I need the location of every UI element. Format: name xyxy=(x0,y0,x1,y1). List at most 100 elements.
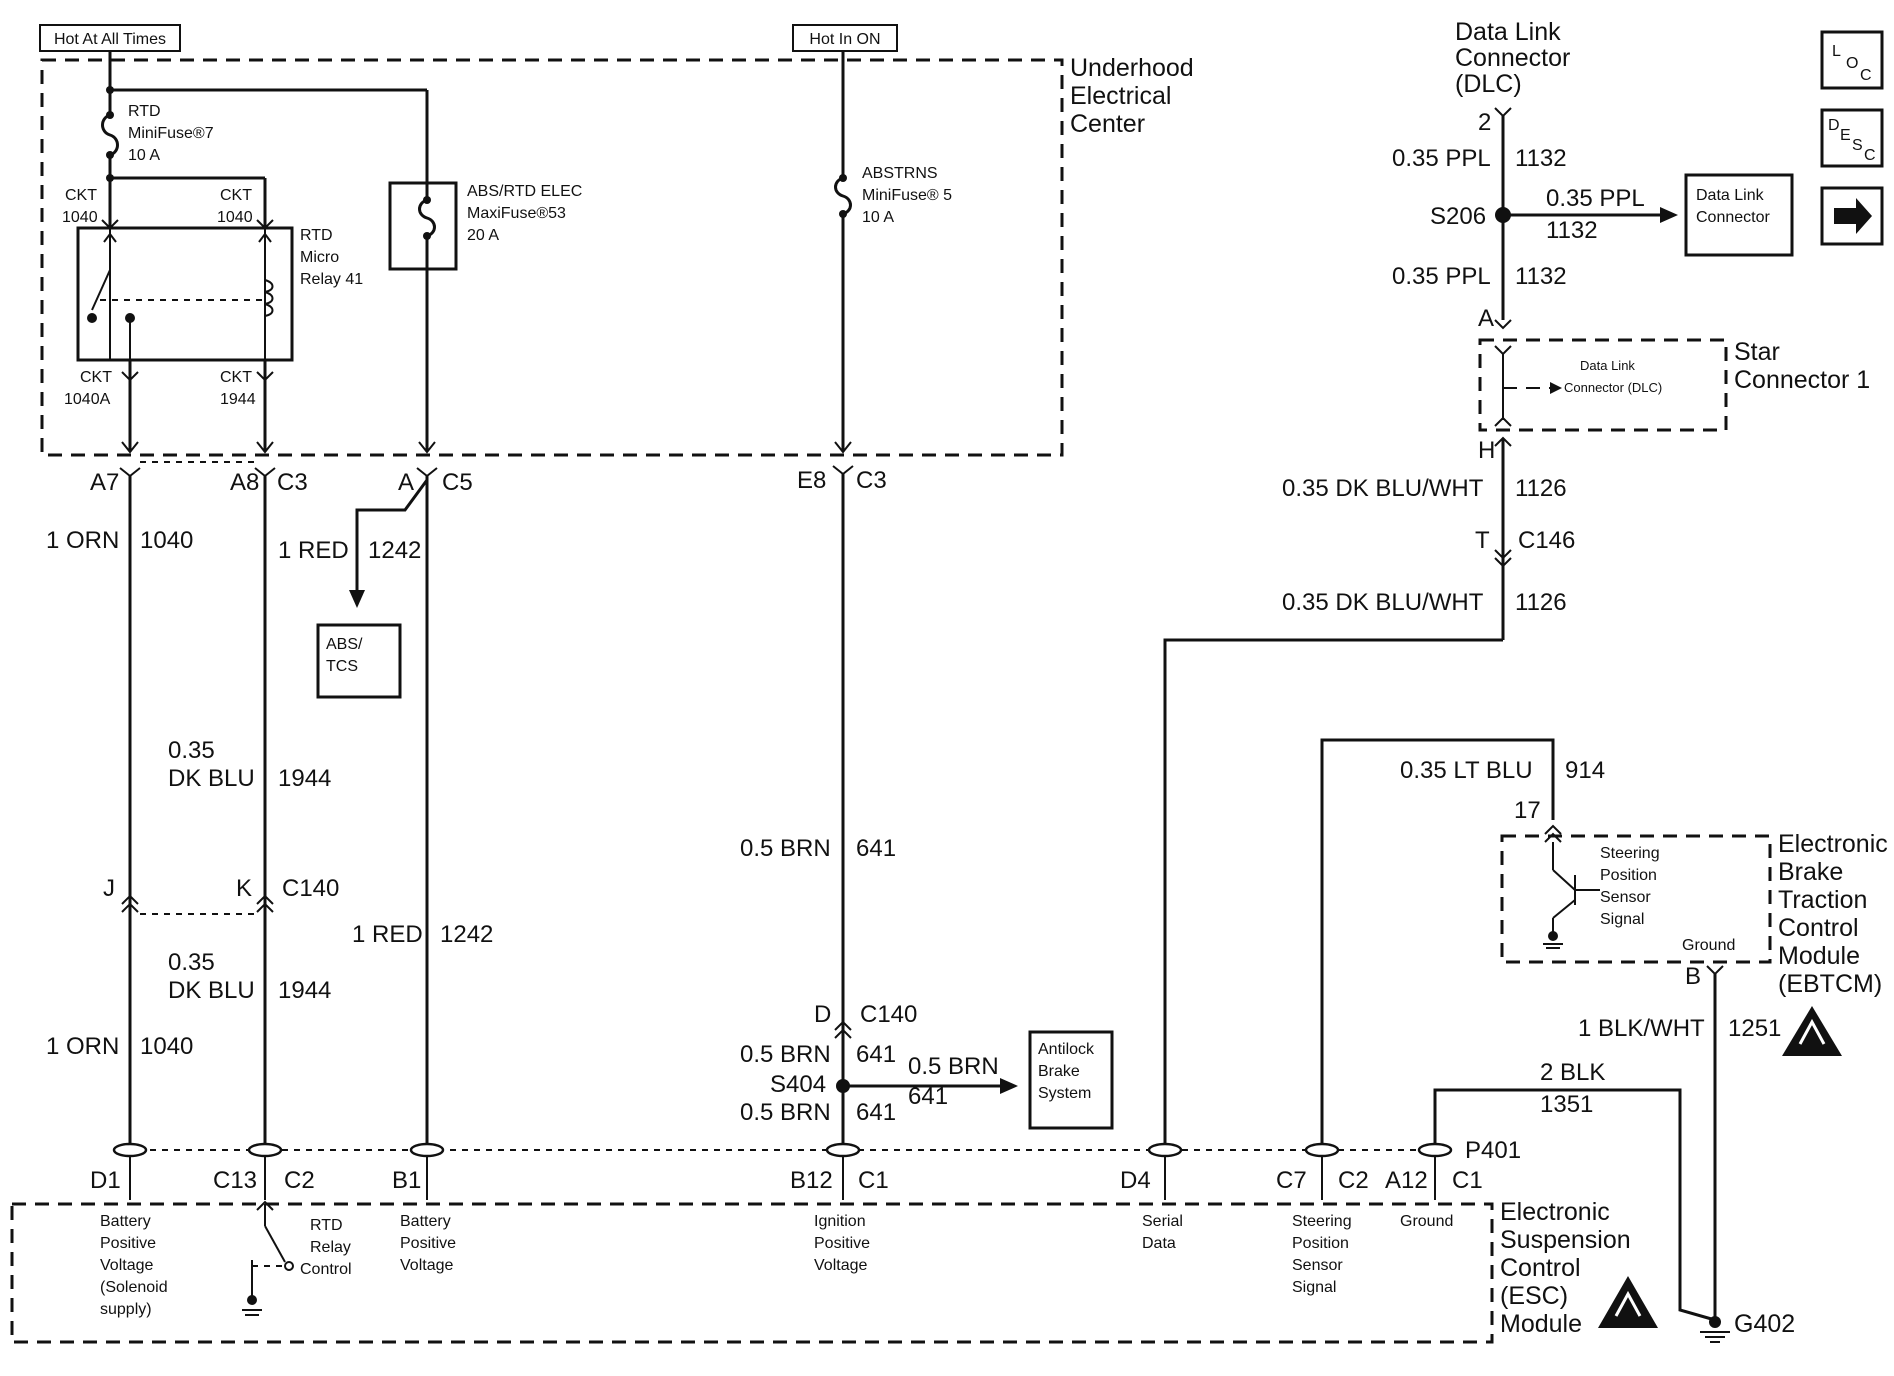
svg-text:D: D xyxy=(814,1001,831,1028)
svg-text:A8: A8 xyxy=(230,469,259,496)
svg-text:1040A: 1040A xyxy=(64,391,111,408)
svg-text:C146: C146 xyxy=(1518,527,1575,554)
ppl-wire-labels: 0.35 PPL 1132 0.35 PPL 1132 xyxy=(1392,145,1567,290)
svg-text:DK BLU: DK BLU xyxy=(168,765,255,792)
svg-text:1126: 1126 xyxy=(1515,475,1567,502)
svg-text:641: 641 xyxy=(908,1083,948,1110)
svg-text:C2: C2 xyxy=(284,1167,315,1194)
svg-text:2 BLK: 2 BLK xyxy=(1540,1059,1605,1086)
svg-text:(ESC): (ESC) xyxy=(1500,1282,1568,1310)
svg-text:641: 641 xyxy=(856,835,896,862)
svg-text:1 RED: 1 RED xyxy=(352,921,423,948)
svg-text:0.35: 0.35 xyxy=(168,737,215,764)
svg-text:Sensor: Sensor xyxy=(1600,889,1651,906)
svg-text:Control: Control xyxy=(300,1261,352,1278)
svg-text:Relay: Relay xyxy=(310,1239,351,1256)
svg-text:Hot At All Times: Hot At All Times xyxy=(54,31,166,48)
svg-text:Control: Control xyxy=(1500,1254,1581,1282)
svg-text:Connector 1: Connector 1 xyxy=(1734,366,1870,394)
svg-text:Ground: Ground xyxy=(1400,1213,1453,1230)
rtd-micro-relay-41: RTD Micro Relay 41 xyxy=(76,226,363,362)
svg-text:A: A xyxy=(398,469,414,496)
svg-text:L: L xyxy=(1832,43,1841,60)
relay-ckt-labels-top: CKT 1040 CKT 1040 xyxy=(62,187,253,226)
svg-text:Suspension: Suspension xyxy=(1500,1226,1631,1254)
svg-text:C5: C5 xyxy=(442,469,473,496)
svg-text:Connector: Connector xyxy=(1455,44,1570,72)
svg-text:1040: 1040 xyxy=(62,209,98,226)
svg-text:0.35 DK BLU/WHT: 0.35 DK BLU/WHT xyxy=(1282,589,1484,616)
svg-text:Battery: Battery xyxy=(100,1213,151,1230)
svg-text:RTD: RTD xyxy=(300,227,333,244)
svg-text:CKT: CKT xyxy=(220,187,252,204)
svg-text:1132: 1132 xyxy=(1515,145,1567,172)
svg-text:0.35: 0.35 xyxy=(168,949,215,976)
svg-text:B12: B12 xyxy=(790,1167,833,1194)
esd-warning-icon-ebtcm xyxy=(1782,1006,1842,1056)
blk-wire-labels: 2 BLK 1351 xyxy=(1540,1059,1605,1118)
svg-text:1126: 1126 xyxy=(1515,589,1567,616)
svg-text:1242: 1242 xyxy=(368,537,421,564)
svg-text:Traction: Traction xyxy=(1778,886,1867,914)
svg-text:CKT: CKT xyxy=(220,369,252,386)
svg-text:Position: Position xyxy=(1292,1235,1349,1252)
svg-text:Voltage: Voltage xyxy=(100,1257,153,1274)
svg-text:C2: C2 xyxy=(1338,1167,1369,1194)
svg-text:Connector: Connector xyxy=(1696,209,1770,226)
description-icon[interactable]: D E S C xyxy=(1820,108,1884,168)
svg-text:1251: 1251 xyxy=(1728,1015,1781,1042)
svg-text:C1: C1 xyxy=(1452,1167,1483,1194)
svg-text:C1: C1 xyxy=(858,1167,889,1194)
svg-text:0.35 PPL: 0.35 PPL xyxy=(1546,185,1645,212)
svg-text:(DLC): (DLC) xyxy=(1455,70,1522,98)
connector-row-c3: A7 A8 C3 A C5 E8 C3 xyxy=(90,467,887,496)
svg-text:S: S xyxy=(1852,137,1863,154)
dlc-label: Data Link Connector (DLC) xyxy=(1455,18,1570,98)
svg-text:0.5 BRN: 0.5 BRN xyxy=(908,1053,999,1080)
svg-text:1132: 1132 xyxy=(1515,263,1567,290)
svg-text:Module: Module xyxy=(1778,942,1860,970)
svg-text:G402: G402 xyxy=(1734,1310,1795,1338)
abs-tcs-box: ABS/ TCS xyxy=(316,623,402,699)
svg-text:Hot In ON: Hot In ON xyxy=(809,31,880,48)
svg-text:C3: C3 xyxy=(277,469,308,496)
svg-text:(Solenoid: (Solenoid xyxy=(100,1279,168,1296)
underhood-electrical-center-boundary xyxy=(40,58,1064,457)
svg-text:A7: A7 xyxy=(90,469,119,496)
dlc-pin-2: 2 xyxy=(1478,109,1491,136)
svg-text:S206: S206 xyxy=(1430,203,1486,230)
svg-text:Battery: Battery xyxy=(400,1213,451,1230)
svg-text:Control: Control xyxy=(1778,914,1859,942)
connector-c140-d: D C140 xyxy=(814,1001,917,1039)
svg-text:A12: A12 xyxy=(1385,1167,1428,1194)
svg-text:P401: P401 xyxy=(1465,1137,1521,1164)
svg-text:Signal: Signal xyxy=(1292,1279,1336,1296)
svg-text:MiniFuse® 5: MiniFuse® 5 xyxy=(862,187,952,204)
svg-text:Data: Data xyxy=(1142,1235,1176,1252)
location-icon[interactable]: L O C xyxy=(1820,30,1884,90)
svg-text:Voltage: Voltage xyxy=(400,1257,453,1274)
svg-text:0.35 PPL: 0.35 PPL xyxy=(1392,145,1491,172)
svg-text:0.35 DK BLU/WHT: 0.35 DK BLU/WHT xyxy=(1282,475,1484,502)
wire-labels-left: 1 ORN 1040 1 RED 1242 0.35 DK BLU 1944 0… xyxy=(46,527,896,1060)
svg-text:Electrical: Electrical xyxy=(1070,82,1171,110)
svg-text:CKT: CKT xyxy=(65,187,97,204)
esd-warning-icon-esc xyxy=(1598,1276,1658,1328)
blk-wht-wire-labels: 1 BLK/WHT 1251 xyxy=(1578,1015,1781,1042)
svg-text:RTD: RTD xyxy=(310,1217,343,1234)
dk-blu-wht-wire-labels: 0.35 DK BLU/WHT 1126 0.35 DK BLU/WHT 112… xyxy=(1282,475,1567,616)
svg-text:Sensor: Sensor xyxy=(1292,1257,1343,1274)
dlc-pin-a: A xyxy=(1478,305,1494,332)
next-page-arrow-icon[interactable] xyxy=(1820,186,1884,246)
esc-pin-descriptions: Battery Positive Voltage (Solenoid suppl… xyxy=(100,1213,1453,1318)
svg-text:1132: 1132 xyxy=(1546,217,1598,244)
svg-text:C: C xyxy=(1860,67,1872,84)
ebtcm-pin-b: B xyxy=(1685,963,1701,990)
svg-text:17: 17 xyxy=(1514,797,1541,824)
svg-text:1 BLK/WHT: 1 BLK/WHT xyxy=(1578,1015,1705,1042)
hot-at-all-times-label: Hot At All Times xyxy=(39,24,181,52)
svg-text:0.5 BRN: 0.5 BRN xyxy=(740,835,831,862)
antilock-brake-system-box: Antilock Brake System xyxy=(1028,1030,1114,1130)
svg-text:Signal: Signal xyxy=(1600,911,1644,928)
